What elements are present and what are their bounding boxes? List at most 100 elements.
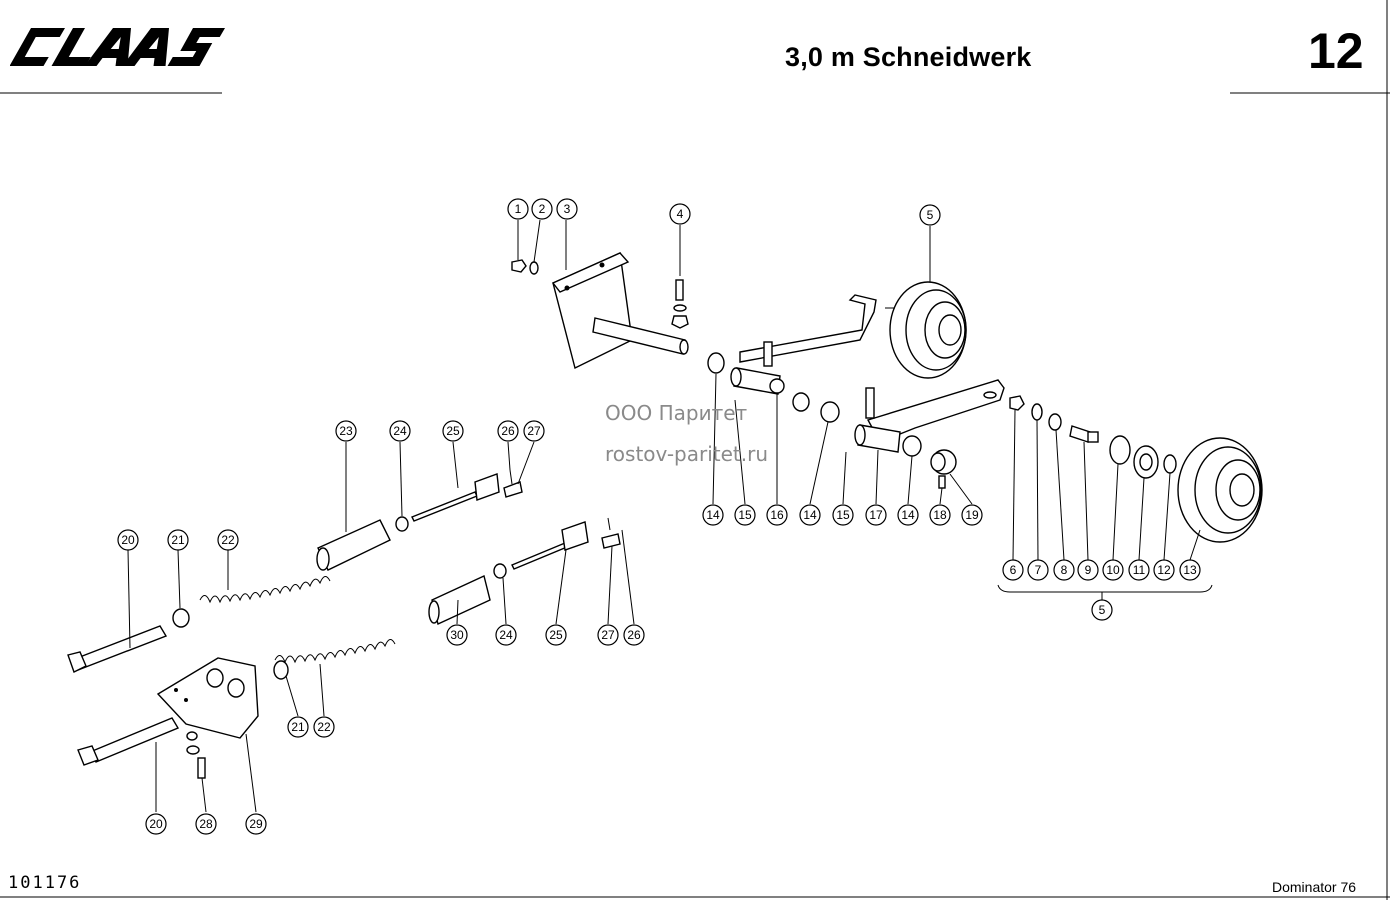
bolt-28 — [186, 731, 206, 779]
watermark-url: rostov-paritet.ru — [605, 442, 769, 466]
svg-text:8: 8 — [1061, 563, 1068, 577]
callout-19: 19 — [961, 504, 983, 526]
svg-text:14: 14 — [803, 508, 817, 522]
bushing-14c — [820, 401, 840, 423]
callout-25b: 25 — [545, 624, 567, 646]
svg-text:5: 5 — [1099, 603, 1106, 617]
mounting-bracket — [551, 251, 689, 370]
svg-text:12: 12 — [1157, 563, 1171, 577]
callout-15a: 15 — [734, 504, 756, 526]
callout-1: 1 — [507, 198, 529, 220]
svg-text:25: 25 — [549, 628, 563, 642]
callout-20a: 20 — [117, 529, 139, 551]
callout-25a: 25 — [442, 420, 464, 442]
pulley-5-upper — [885, 281, 967, 379]
washer-2 — [529, 261, 539, 275]
svg-text:22: 22 — [317, 720, 331, 734]
svg-text:17: 17 — [869, 508, 883, 522]
svg-text:7: 7 — [1035, 563, 1042, 577]
svg-text:20: 20 — [121, 533, 135, 547]
callout-8: 8 — [1053, 559, 1075, 581]
svg-text:15: 15 — [738, 508, 752, 522]
svg-text:25: 25 — [446, 424, 460, 438]
callout-24b: 24 — [495, 624, 517, 646]
bolt-9 — [1069, 425, 1099, 443]
callout-23: 23 — [335, 420, 357, 442]
spring-assembly-lower — [273, 517, 621, 680]
svg-text:30: 30 — [450, 628, 464, 642]
svg-text:29: 29 — [249, 817, 263, 831]
callout-20b: 20 — [145, 813, 167, 835]
claas-logo — [10, 28, 226, 66]
svg-text:14: 14 — [706, 508, 720, 522]
callout-26a: 26 — [497, 420, 519, 442]
svg-text:27: 27 — [527, 424, 541, 438]
svg-text:6: 6 — [1010, 563, 1017, 577]
callout-27a: 27 — [523, 420, 545, 442]
callout-15b: 15 — [832, 504, 854, 526]
callout-4: 4 — [669, 203, 691, 225]
svg-text:21: 21 — [171, 533, 185, 547]
tension-arm-upper — [730, 294, 877, 395]
callout-14a: 14 — [702, 504, 724, 526]
svg-text:24: 24 — [499, 628, 513, 642]
bolt-20-lower — [77, 717, 180, 766]
page-title: 3,0 m Schneidwerk — [785, 42, 1032, 72]
svg-text:24: 24 — [393, 424, 407, 438]
nut-1 — [511, 259, 527, 273]
svg-text:18: 18 — [933, 508, 947, 522]
bushing-14b — [792, 392, 810, 412]
spring-assembly-upper — [67, 469, 523, 673]
pulley-13 — [1177, 437, 1263, 543]
svg-text:4: 4 — [677, 207, 684, 221]
svg-text:14: 14 — [901, 508, 915, 522]
callout-6: 6 — [1002, 559, 1024, 581]
watermark-company: ООО Паритет — [605, 401, 748, 425]
callout-13: 13 — [1179, 559, 1201, 581]
callout-2: 2 — [531, 198, 553, 220]
svg-text:2: 2 — [539, 202, 546, 216]
svg-text:11: 11 — [1133, 563, 1146, 577]
svg-text:3: 3 — [564, 202, 571, 216]
callout-18: 18 — [929, 504, 951, 526]
callout-17: 17 — [865, 504, 887, 526]
ring-12 — [1163, 454, 1177, 474]
svg-text:1: 1 — [515, 202, 522, 216]
callout-14b: 14 — [799, 504, 821, 526]
callout-10: 10 — [1102, 559, 1124, 581]
callout-21a: 21 — [167, 529, 189, 551]
svg-text:26: 26 — [501, 424, 515, 438]
page-number: 12 — [1308, 23, 1364, 79]
svg-text:10: 10 — [1106, 563, 1120, 577]
callout-11: 11 — [1128, 559, 1150, 581]
bushing-14a — [707, 352, 725, 374]
washer-8 — [1048, 413, 1062, 431]
svg-text:15: 15 — [836, 508, 850, 522]
nut-6 — [1009, 395, 1025, 411]
svg-text:19: 19 — [965, 508, 979, 522]
callout-9: 9 — [1077, 559, 1099, 581]
circlip-10 — [1109, 435, 1131, 465]
leader-lines — [127, 219, 1201, 813]
svg-text:9: 9 — [1085, 563, 1092, 577]
callout-22a: 22 — [217, 529, 239, 551]
bearing-11 — [1133, 445, 1159, 479]
callout-group: 1 2 3 4 5 14 15 16 14 15 17 14 18 19 6 7… — [117, 198, 1201, 835]
callout-27b: 27 — [597, 624, 619, 646]
callout-28: 28 — [195, 813, 217, 835]
callout-29: 29 — [245, 813, 267, 835]
model-name: Dominator 76 — [1272, 879, 1357, 895]
spacer-19 — [930, 449, 957, 475]
bolt-4 — [671, 279, 689, 329]
svg-text:21: 21 — [291, 720, 305, 734]
svg-text:27: 27 — [601, 628, 615, 642]
svg-text:13: 13 — [1183, 563, 1197, 577]
drawing-number: 101176 — [8, 873, 82, 893]
callout-12: 12 — [1153, 559, 1175, 581]
callout-26b: 26 — [623, 624, 645, 646]
bracket-29 — [156, 657, 259, 739]
grease-nipple-18 — [938, 475, 946, 489]
callout-14c: 14 — [897, 504, 919, 526]
callout-24a: 24 — [389, 420, 411, 442]
